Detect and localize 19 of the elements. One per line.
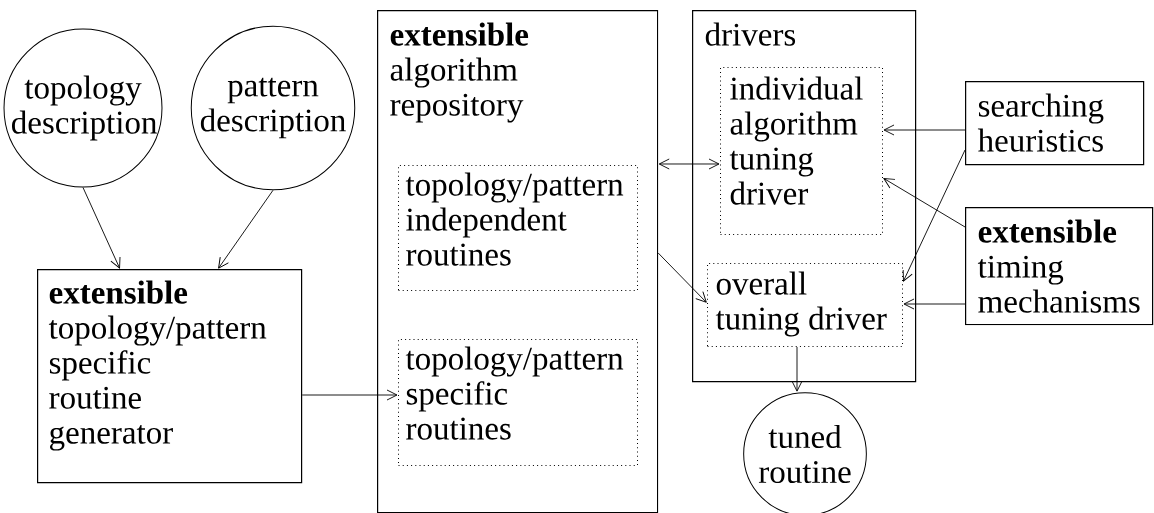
- dotted-box: overall tuning driver: [707, 263, 903, 347]
- arrow: [301, 389, 398, 401]
- arrow: [883, 178, 966, 228]
- circle-node: topology description: [3, 28, 163, 188]
- process-box: extensible timing mechanisms: [965, 207, 1154, 326]
- arrow: [883, 124, 966, 136]
- process-box: extensible topology/pattern specific routine generator: [37, 269, 303, 484]
- arrow: [82, 187, 121, 269]
- dotted-box: topology/pattern specific routines: [398, 339, 638, 466]
- dotted-box: topology/pattern independent routines: [398, 165, 638, 291]
- arrow: [218, 189, 274, 269]
- arrow: [657, 252, 707, 303]
- dotted-box: individual algorithm tuning driver: [720, 67, 883, 235]
- arrow: [791, 346, 803, 392]
- process-box: searching heuristics: [965, 81, 1145, 166]
- circle-node: pattern description: [190, 25, 356, 191]
- arrow: [658, 158, 720, 170]
- arrow: [903, 298, 966, 310]
- arrow: [902, 149, 966, 282]
